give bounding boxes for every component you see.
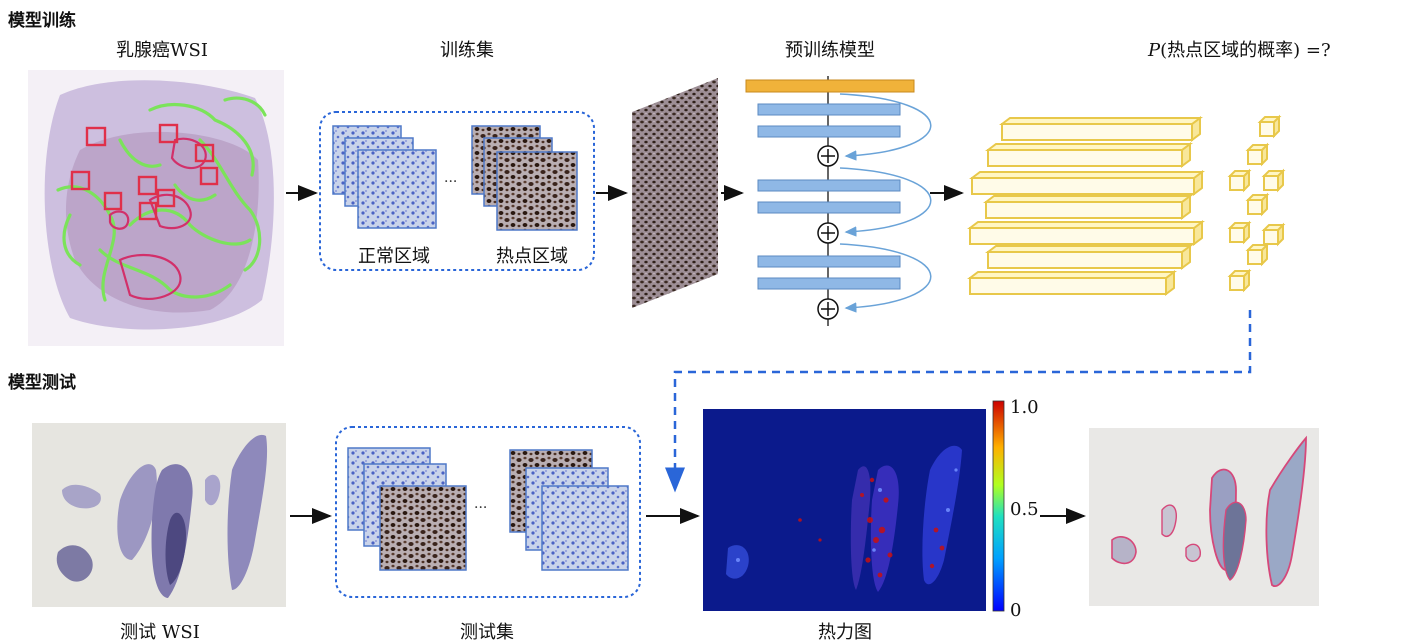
model-top-layer — [745, 79, 915, 93]
circled-plus-icon — [817, 145, 839, 167]
output-units — [1227, 114, 1286, 293]
pretrained-model — [745, 76, 932, 326]
test-wsi-caption: 测试 WSI — [120, 622, 200, 643]
probability-text: (热点区域的概率) =? — [1160, 40, 1331, 61]
trainset-box: ··· 正常区域 热点区域 — [319, 111, 595, 271]
annotation-boxes — [70, 123, 219, 221]
heatmap-caption: 热力图 — [818, 622, 872, 643]
testset-ellipsis: ··· — [474, 500, 487, 516]
wsi-training-image — [28, 70, 284, 346]
testing-section-title: 模型测试 — [8, 373, 76, 393]
trainset-caption: 训练集 — [440, 40, 494, 61]
feature-maps — [967, 116, 1205, 296]
heatmap-colorbar — [992, 400, 1005, 612]
probability-symbol: P — [1148, 40, 1161, 61]
trainset-ellipsis: ··· — [444, 174, 457, 190]
hotspot-tiles — [471, 125, 578, 231]
circled-plus-icon — [817, 222, 839, 244]
result-wsi-image — [1089, 428, 1319, 606]
testset-caption: 测试集 — [460, 622, 514, 643]
normal-region-label: 正常区域 — [358, 246, 430, 267]
colorbar-mid-label: 0.5 — [1010, 499, 1039, 520]
dashed-model-to-heatmap-connector — [665, 310, 1252, 493]
colorbar-min-label: 0 — [1010, 600, 1022, 621]
circled-plus-icon — [817, 298, 839, 320]
heatmap-image — [703, 409, 986, 611]
colorbar-max-label: 1.0 — [1010, 397, 1039, 418]
normal-tiles — [332, 125, 437, 229]
testset-box: ··· — [335, 426, 641, 598]
hotspot-region-label: 热点区域 — [496, 246, 568, 267]
model-caption: 预训练模型 — [785, 40, 875, 61]
test-wsi-image — [32, 423, 286, 607]
probability-caption: P(热点区域的概率) =? — [1148, 36, 1331, 62]
input-patch — [632, 78, 718, 308]
training-section-title: 模型训练 — [8, 11, 76, 31]
wsi-caption: 乳腺癌WSI — [116, 40, 208, 61]
